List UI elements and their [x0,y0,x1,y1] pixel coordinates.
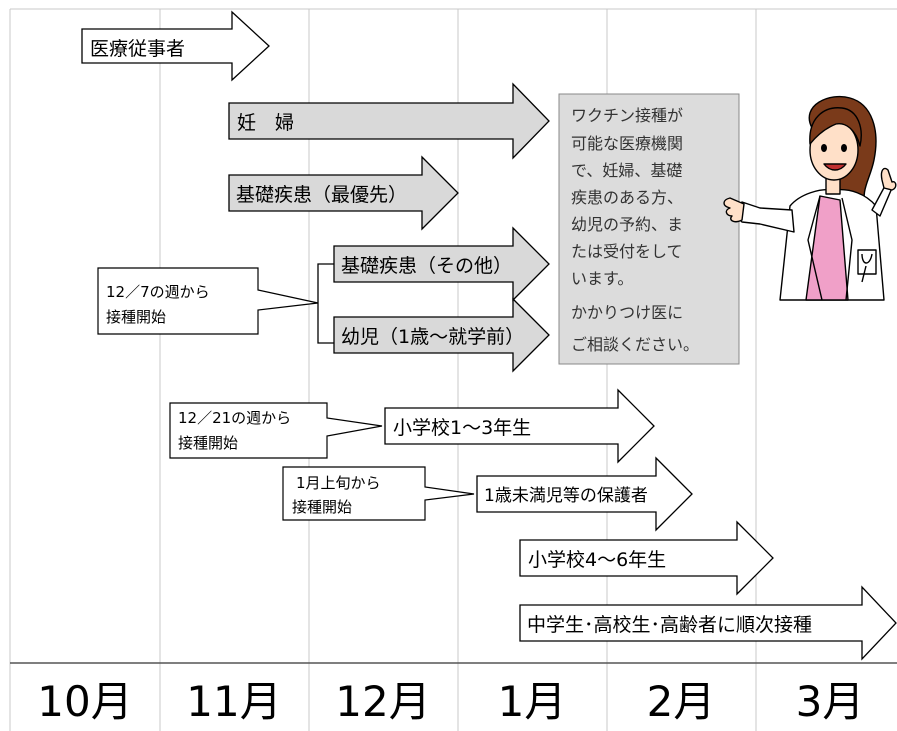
month-label: 3月 [796,677,865,726]
arrow-label: 小学校1〜3年生 [393,417,531,439]
arrow-elementary-1-3: 小学校1〜3年生 [384,388,655,464]
callout-line: 12／21の週から [178,409,291,427]
callout-line: 接種開始 [106,308,166,326]
doctor-illustration [723,95,897,301]
month-label: 2月 [647,677,716,726]
arrow-label: 医療従事者 [90,38,185,60]
arrow-secondary-elderly: 中学生･高校生･高齢者に順次接種 [519,585,897,661]
arrow-pregnant: 妊 婦 [228,82,550,160]
callout-line: 接種開始 [178,434,238,452]
month-label: 10月 [37,677,132,726]
arrow-label: 基礎疾患（最優先） [236,184,407,206]
info-note: ワクチン接種が 可能な医療機関 で、妊婦、基礎 疾患のある方、 幼児の予約、ま … [558,93,740,365]
note-line: 幼児の予約、ま [571,215,683,234]
arrow-medical-workers: 医療従事者 [81,10,270,82]
arrow-elementary-4-6: 小学校4〜6年生 [519,520,774,596]
arrow-label: 幼児（1歳〜就学前） [341,326,524,348]
arrow-label: 1歳未満児等の保護者 [484,486,648,506]
note-line: 疾患のある方、 [571,188,683,207]
note-line: ご相談ください。 [571,335,699,354]
callout-early-jan: 1月上旬から 接種開始 [282,466,475,521]
arrow-label: 中学生･高校生･高齢者に順次接種 [527,614,812,636]
arrow-label: 妊 婦 [237,112,294,134]
arrow-underlying-priority: 基礎疾患（最優先） [228,155,459,231]
note-line: ワクチン接種が [571,106,683,125]
note-line: かかりつけ医に [571,303,683,322]
arrow-label: 基礎疾患（その他） [341,255,512,277]
arrow-toddlers: 幼児（1歳〜就学前） [333,297,550,373]
month-label: 11月 [186,677,281,726]
month-axis: 10月 11月 12月 1月 2月 3月 [37,677,864,726]
note-line: たは受付をして [571,242,683,261]
callout-line: 接種開始 [292,498,352,516]
callout-line: 12／7の週から [106,283,210,301]
arrow-underlying-other: 基礎疾患（その他） [333,226,550,302]
arrow-guardians-infants: 1歳未満児等の保護者 [476,456,693,532]
arrow-label: 小学校4〜6年生 [528,549,666,571]
bracket [317,263,334,344]
month-label: 1月 [498,677,567,726]
callout-line: 1月上旬から [296,474,381,492]
note-line: で、妊婦、基礎 [571,161,682,180]
callout-dec7: 12／7の週から 接種開始 [97,267,319,335]
month-label: 12月 [335,677,430,726]
note-line: 可能な医療機関 [571,134,683,153]
note-line: います。 [571,269,633,288]
callout-dec21: 12／21の週から 接種開始 [169,402,383,459]
